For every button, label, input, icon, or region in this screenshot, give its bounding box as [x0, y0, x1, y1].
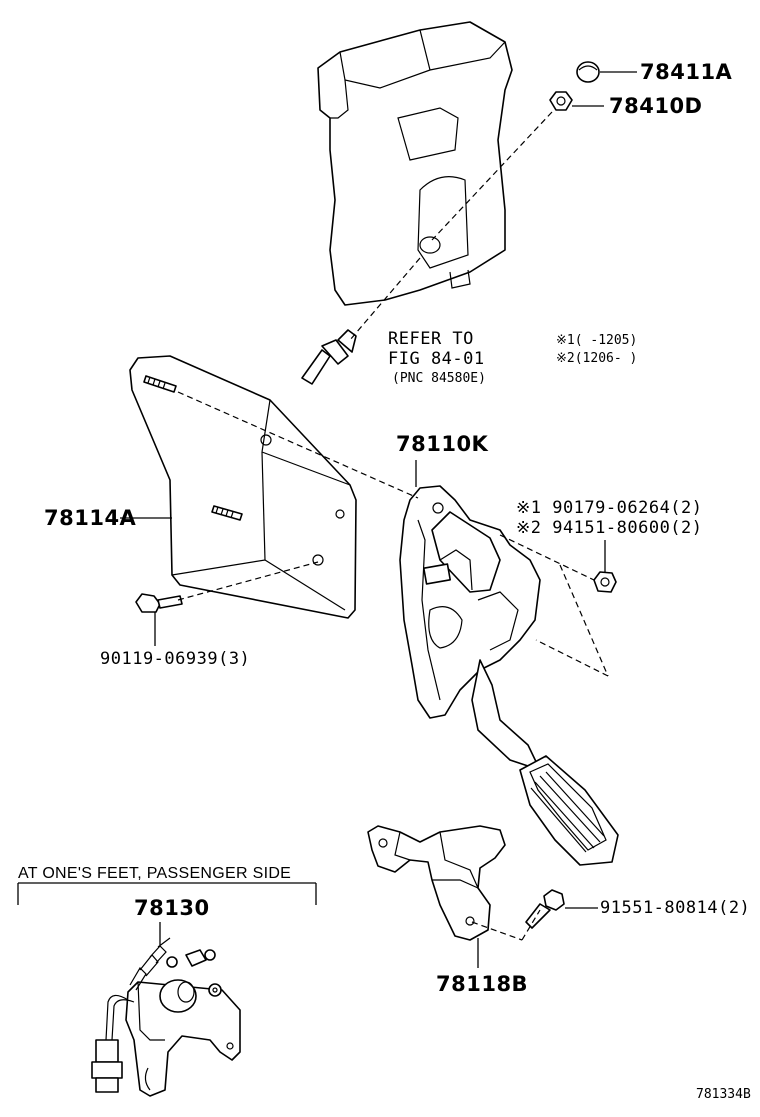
label-78130: 78130 [134, 896, 210, 920]
plate-78114A [129, 355, 357, 619]
label-78110K: 78110K [396, 432, 489, 456]
bolt-90119 [135, 593, 183, 613]
label-90119: 90119-06939(3) [100, 649, 251, 669]
assembly-lines [177, 111, 609, 941]
note-1: ※1( -1205) [556, 333, 638, 348]
note-2: ※2(1206- ) [556, 351, 638, 366]
refer-line-2: FIG 84-01 [388, 349, 485, 369]
cap-78411A [576, 61, 600, 83]
label-91551: 91551-80814(2) [600, 898, 751, 918]
passenger-side-caption: AT ONE'S FEET, PASSENGER SIDE [18, 865, 292, 882]
bolt-91551 [525, 889, 565, 929]
cable-end [301, 329, 357, 385]
label-78410D: 78410D [609, 94, 703, 118]
stud-upper [143, 375, 177, 393]
label-90179: ※1 90179-06264(2) [516, 498, 703, 518]
nut-78410D [549, 91, 573, 111]
nut-90179 [593, 571, 617, 593]
label-78411A: 78411A [640, 60, 733, 84]
figure-number: 781334B [696, 1087, 751, 1102]
switch-78130 [91, 937, 241, 1097]
label-94151: ※2 94151-80600(2) [516, 518, 703, 538]
leader-lines [17, 71, 637, 968]
refer-line-3: (PNC 84580E) [392, 371, 486, 386]
bracket-78118B [367, 825, 506, 941]
label-78114A: 78114A [44, 506, 137, 530]
stud-middle [211, 505, 243, 521]
refer-line-1: REFER TO [388, 329, 474, 349]
label-78118B: 78118B [436, 972, 529, 996]
pedal-assembly-78110K [399, 485, 619, 866]
upper-cover-panel [317, 21, 513, 306]
